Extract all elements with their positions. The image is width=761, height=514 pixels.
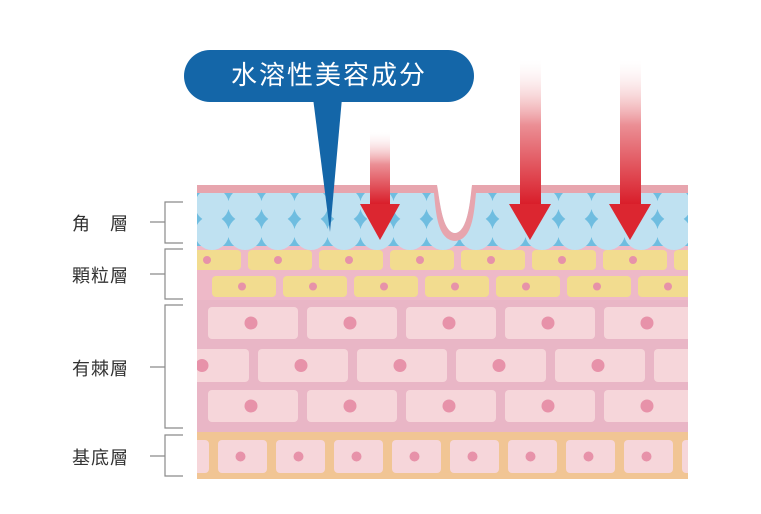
cell-nucleus — [238, 282, 246, 291]
cell-nucleus — [522, 282, 530, 291]
granular-cell — [674, 250, 688, 270]
cell-nucleus — [641, 451, 652, 462]
spinous-cell — [654, 349, 688, 382]
bracket-stratum-spinosum — [150, 304, 183, 429]
cell-nucleus — [487, 256, 495, 264]
pore-outline — [430, 185, 480, 241]
ingredient-callout: 水溶性美容成分 — [184, 50, 474, 102]
pore-opening — [437, 185, 472, 233]
cell-nucleus — [309, 282, 317, 291]
basal-cell — [197, 440, 209, 473]
label-stratum-corneum: 角 層 — [72, 214, 129, 235]
cell-nucleus — [700, 452, 710, 462]
penetration-arrow — [509, 60, 551, 240]
cell-nucleus — [178, 452, 188, 462]
corneocyte — [327, 188, 361, 222]
arrow-head — [360, 204, 400, 240]
cell-nucleus — [351, 451, 362, 462]
skin-cross-section — [178, 185, 710, 479]
cell-nucleus — [525, 451, 536, 462]
corneocyte — [393, 188, 427, 222]
corneocyte — [492, 216, 526, 250]
granular-cell — [638, 276, 688, 297]
corneocyte — [197, 216, 229, 250]
corneum-cells — [197, 188, 688, 250]
cell-nucleus — [293, 451, 304, 462]
cell-nucleus — [416, 256, 424, 264]
basal-cell — [682, 440, 688, 473]
cell-nucleus — [593, 282, 601, 291]
corneocyte — [327, 216, 361, 250]
cell-nucleus — [203, 256, 211, 264]
corneocyte — [261, 188, 295, 222]
penetration-arrow — [360, 132, 400, 240]
cell-nucleus — [691, 359, 704, 372]
arrow-head — [609, 204, 651, 240]
cell-nucleus — [409, 451, 420, 462]
cell-nucleus — [442, 316, 456, 330]
cell-nucleus — [583, 451, 594, 462]
cell-nucleus — [541, 399, 555, 413]
arrow-shaft — [370, 132, 390, 204]
label-stratum-basale: 基底層 — [72, 448, 129, 469]
cell-nucleus — [541, 316, 555, 330]
cell-nucleus — [345, 256, 353, 264]
cell-nucleus — [629, 256, 637, 264]
cell-nucleus — [700, 256, 708, 264]
corneocyte — [261, 216, 295, 250]
cell-nucleus — [442, 399, 456, 413]
bracket-stratum-basale — [150, 434, 183, 477]
arrow-shaft — [520, 60, 541, 204]
cell-nucleus — [591, 359, 605, 372]
callout-label: 水溶性美容成分 — [230, 61, 427, 91]
cell-nucleus — [558, 256, 566, 264]
corneocyte — [294, 216, 328, 250]
corneocyte — [393, 216, 427, 250]
granular-cell — [197, 250, 241, 270]
cell-nucleus — [393, 359, 407, 372]
arrow-shaft — [620, 60, 641, 204]
corneocyte — [591, 216, 625, 250]
cell-nucleus — [640, 316, 654, 330]
corneocyte — [228, 188, 262, 222]
cell-nucleus — [664, 282, 672, 291]
bracket-stratum-granulosum — [150, 248, 183, 300]
cell-nucleus — [235, 451, 246, 462]
cell-nucleus — [467, 451, 478, 462]
penetration-arrow — [609, 60, 651, 240]
cell-nucleus — [294, 359, 308, 372]
corneocyte — [228, 216, 262, 250]
bracket-stratum-corneum — [150, 201, 183, 244]
cell-nucleus — [197, 359, 209, 372]
corneocyte — [657, 188, 688, 222]
cell-nucleus — [380, 282, 388, 291]
corneocyte — [197, 188, 229, 222]
cell-nucleus — [640, 399, 654, 413]
corneocyte — [558, 216, 592, 250]
arrow-head — [509, 204, 551, 240]
cell-nucleus — [451, 282, 459, 291]
corneocyte — [558, 188, 592, 222]
cell-nucleus — [244, 316, 258, 330]
granular-cells — [197, 250, 708, 297]
spinous-cell — [197, 349, 249, 382]
corneocyte — [294, 188, 328, 222]
cell-nucleus — [492, 359, 506, 372]
label-stratum-spinosum: 有棘層 — [72, 359, 129, 380]
cell-nucleus — [274, 256, 282, 264]
spinous-cells — [197, 307, 704, 422]
label-stratum-granulosum: 顆粒層 — [72, 266, 129, 287]
cell-nucleus — [343, 316, 357, 330]
corneocyte — [657, 216, 688, 250]
callout-pointer — [313, 98, 342, 232]
layer-brackets — [150, 201, 183, 477]
cell-nucleus — [244, 399, 258, 413]
basal-cells — [178, 440, 710, 473]
cell-nucleus — [343, 399, 357, 413]
